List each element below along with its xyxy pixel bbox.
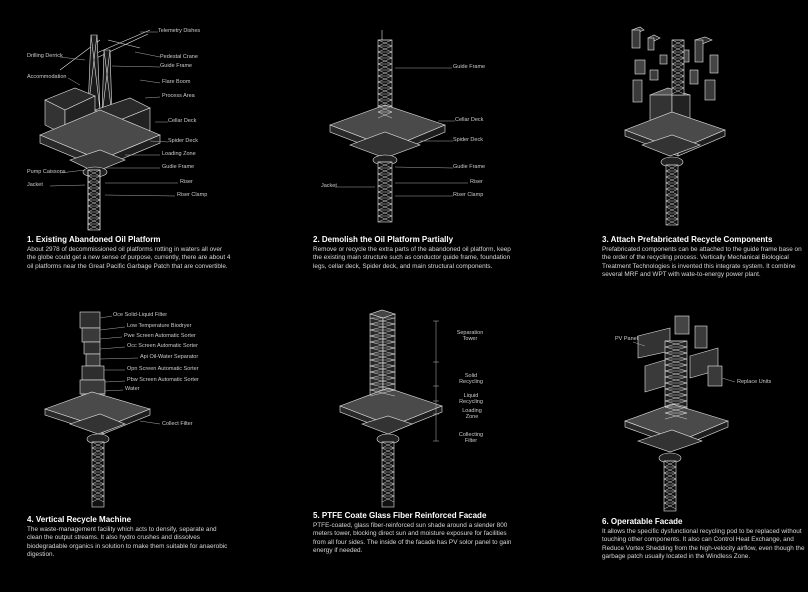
partial-platform-illustration [329,30,468,223]
caption-2: 2. Demolish the Oil Platform Partially R… [313,235,518,271]
caption-title: 6. Operatable Facade [602,517,683,526]
caption-body: Prefabricated components can be attached… [602,246,802,279]
label-loading-zone: Loading Zone [462,408,482,420]
caption-title: 1. Existing Abandoned Oil Platform [27,235,161,244]
lattice-bracing [671,39,685,95]
oil-platform-illustration [39,29,178,231]
label-occ-sorter: Occ Screen Automatic Sorter [127,343,198,349]
label-drilling-derrick: Drilling Derrick [27,53,63,59]
label-cellar-deck: Cellar Deck [168,118,197,124]
label-water: Water [125,386,140,392]
label-liquid-recycling: Liquid Recycling [459,393,483,405]
lattice-bracing [87,169,101,231]
label-loading-zone: Loading Zone [162,151,196,157]
label-api-separator: Api Oil-Water Separator [140,354,199,360]
lattice-bracing [663,460,677,510]
label-collecting-filter: Collecting Filter [458,432,484,444]
label-guide-frame: Guide Frame [453,64,486,70]
label-gudie-frame: Gudie Frame [162,164,195,170]
panel-4: Oce Solid-Liquid Filter Low Temperature … [0,296,268,592]
operatable-facade-illustration [624,315,736,512]
label-separation-tower: Separation Tower [456,330,484,342]
caption-1: 1. Existing Abandoned Oil Platform About… [27,235,232,271]
label-solid-recycling: Solid Recycling [459,373,483,385]
label-replace-units: Replace Units [737,379,772,385]
label-oce-filter: Oce Solid-Liquid Filter [113,312,168,318]
panel-1: Telemetry Dishes Drilling Derrick Pedest… [0,0,268,296]
label-riser: Riser [470,179,483,185]
caption-body: PTFE-coated, glass fiber-reinforced sun … [313,522,512,555]
label-telemetry-dishes: Telemetry Dishes [158,28,201,34]
label-riser-clamp: Riser Clamp [177,192,208,198]
caption-body: Remove or recycle the extra parts of the… [313,246,511,270]
label-flare-boom: Flare Boom [162,79,191,85]
panel-2: Guide Frame Cellar Deck Spider Deck Gudi… [270,0,538,296]
label-cellar-deck: Cellar Deck [455,117,484,123]
caption-body: About 2978 of decommissioned oil platfor… [27,246,231,270]
lattice-bracing [377,161,393,223]
label-spider-deck: Spider Deck [453,137,483,143]
caption-title: 3. Attach Prefabricated Recycle Componen… [602,235,773,244]
label-pbw-sorter: Pbw Screen Automatic Sorter [127,377,199,383]
label-riser: Riser [180,179,193,185]
lattice-bracing [381,441,395,503]
label-biodryer: Low Temperature Biodryer [127,323,192,329]
caption-title: 2. Demolish the Oil Platform Partially [313,235,454,244]
panel-5: Separation Tower Solid Recycling Liquid … [270,296,538,592]
label-jacket: Jacket [321,183,337,189]
caption-body: The waste-management facility which acts… [27,526,228,559]
prefab-components-illustration [624,26,726,226]
label-collect-filter: Collect Filter [162,421,193,427]
label-pv-panel: PV Panel [615,336,638,342]
panel-3: 3. Attach Prefabricated Recycle Componen… [540,0,808,296]
recycle-machine-illustration [44,311,161,508]
label-riser-clamp: Riser Clamp [453,192,484,198]
label-pump-caissons: Pump Caissons [27,169,66,175]
caption-6: 6. Operatable Facade It allows the speci… [602,517,807,562]
facade-illustration [339,309,443,508]
label-opn-sorter: Opn Screen Automatic Sorter [127,366,199,372]
lattice-bracing [91,441,105,503]
label-process-area: Process Area [162,93,195,99]
lattice-bracing [665,164,679,226]
label-pwe-sorter: Pwe Screen Automatic Sorter [124,333,196,339]
label-accommodation: Accommodation [27,74,67,80]
label-jacket: Jacket [27,182,43,188]
caption-body: It allows the specific dysfunctional rec… [602,528,805,561]
lattice-bracing [377,39,393,119]
lattice-bracing [664,340,688,420]
caption-4: 4. Vertical Recycle Machine The waste-ma… [27,515,232,560]
caption-title: 4. Vertical Recycle Machine [27,515,132,524]
label-gudie-frame: Gudie Frame [453,164,486,170]
label-spider-deck: Spider Deck [168,138,198,144]
lattice-bracing [369,317,396,397]
caption-5: 5. PTFE Coate Glass Fiber Reinforced Fac… [313,511,518,556]
caption-3: 3. Attach Prefabricated Recycle Componen… [602,235,807,280]
caption-title: 5. PTFE Coate Glass Fiber Reinforced Fac… [313,511,487,520]
label-guide-frame: Guide Frame [160,63,193,69]
label-pedestal-crane: Pedestal Crane [160,54,198,60]
panel-6: PV Panel Replace Units 6. Operatable Fac… [540,296,808,592]
